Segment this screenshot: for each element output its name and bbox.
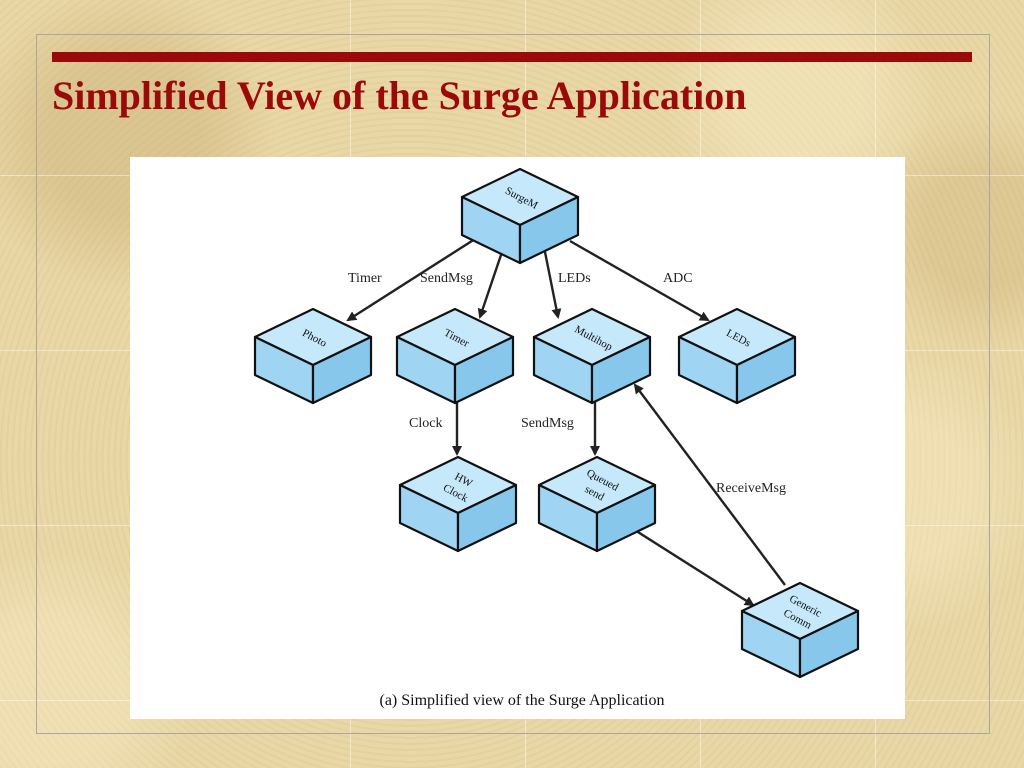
edge-label-timer: Timer: [348, 271, 382, 286]
edge-label-sendmsg-2: SendMsg: [521, 416, 574, 431]
node-hw-clock: HW Clock: [398, 455, 518, 553]
edge-to-generic-comm: [629, 525, 755, 607]
node-leds: LEDs: [677, 307, 797, 405]
edge-leds: [543, 251, 562, 319]
edge-timer: [346, 237, 476, 322]
node-photo: Photo: [253, 307, 373, 405]
edge-label-adc: ADC: [663, 271, 693, 286]
title-accent-bar: [52, 52, 972, 62]
diagram-figure: Timer SendMsg LEDs ADC Clock SendMsg Rec…: [130, 157, 905, 719]
node-timer: Timer: [395, 307, 515, 405]
surge-diagram: Timer SendMsg LEDs ADC Clock SendMsg Rec…: [253, 167, 860, 709]
edge-label-sendmsg: SendMsg: [420, 271, 473, 286]
edge-adc: [569, 239, 710, 322]
node-surgem: SurgeM: [460, 167, 580, 265]
diagram-caption: (a) Simplified view of the Surge Applica…: [380, 692, 665, 709]
edge-label-receivemsg: ReceiveMsg: [716, 481, 786, 496]
edge-label-clock: Clock: [409, 416, 442, 431]
edge-sendmsg: [477, 251, 504, 319]
node-multihop: Multihop: [532, 307, 652, 405]
slide-title: Simplified View of the Surge Application: [52, 73, 747, 118]
node-generic-comm: Generic Comm: [740, 581, 860, 679]
edge-receivemsg: [633, 383, 786, 586]
edge-label-leds: LEDs: [558, 271, 591, 286]
slide-frame: [36, 34, 990, 734]
node-queued-send: Queued send: [537, 455, 657, 553]
